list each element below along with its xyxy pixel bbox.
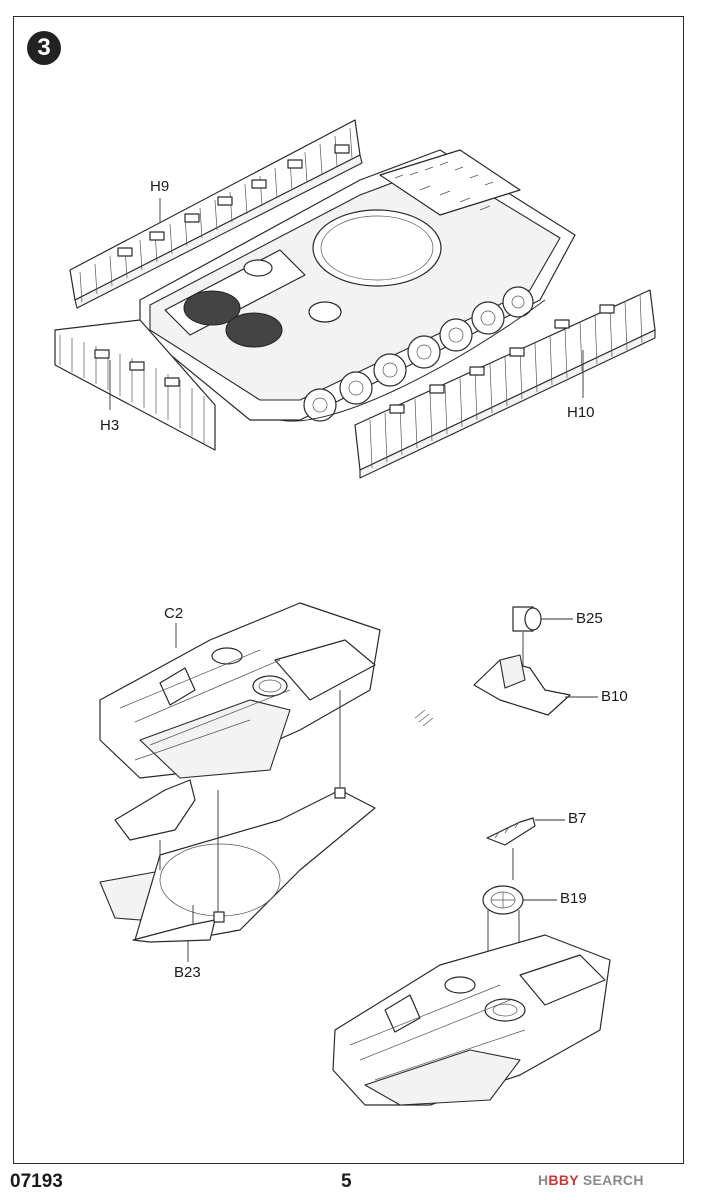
label-b19: B19 [560,890,587,907]
watermark-suffix: SEARCH [578,1172,644,1188]
watermark-mid: BBY [548,1172,579,1188]
label-b10: B10 [601,688,628,705]
label-b7: B7 [568,810,587,827]
product-code: 07193 [10,1171,63,1192]
watermark-prefix: H [538,1172,549,1188]
turret-assembly-arrows [159,690,341,925]
turret-assembled [332,934,611,1106]
part-b25 [512,606,542,632]
side-skirt-h10 [354,289,656,479]
hatch-marker [414,709,434,727]
part-b19 [482,885,524,915]
step-number-badge: 3 [27,31,61,65]
label-h9: H9 [150,178,170,195]
page-number: 5 [341,1171,352,1192]
watermark: HBBY SEARCH [538,1172,644,1188]
label-h3: H3 [100,417,120,434]
label-h10: H10 [567,404,595,421]
hull-top-assembly [139,149,576,422]
turret-upper-c2 [99,602,381,779]
part-b10 [473,654,571,716]
label-b23: B23 [174,964,201,981]
part-b7 [486,817,536,846]
side-skirt-h3 [54,319,216,451]
label-c2: C2 [164,605,184,622]
turret-lower-hull [132,787,376,943]
side-skirt-h9 [69,119,363,309]
instruction-frame [13,16,684,1164]
label-b25: B25 [576,610,603,627]
